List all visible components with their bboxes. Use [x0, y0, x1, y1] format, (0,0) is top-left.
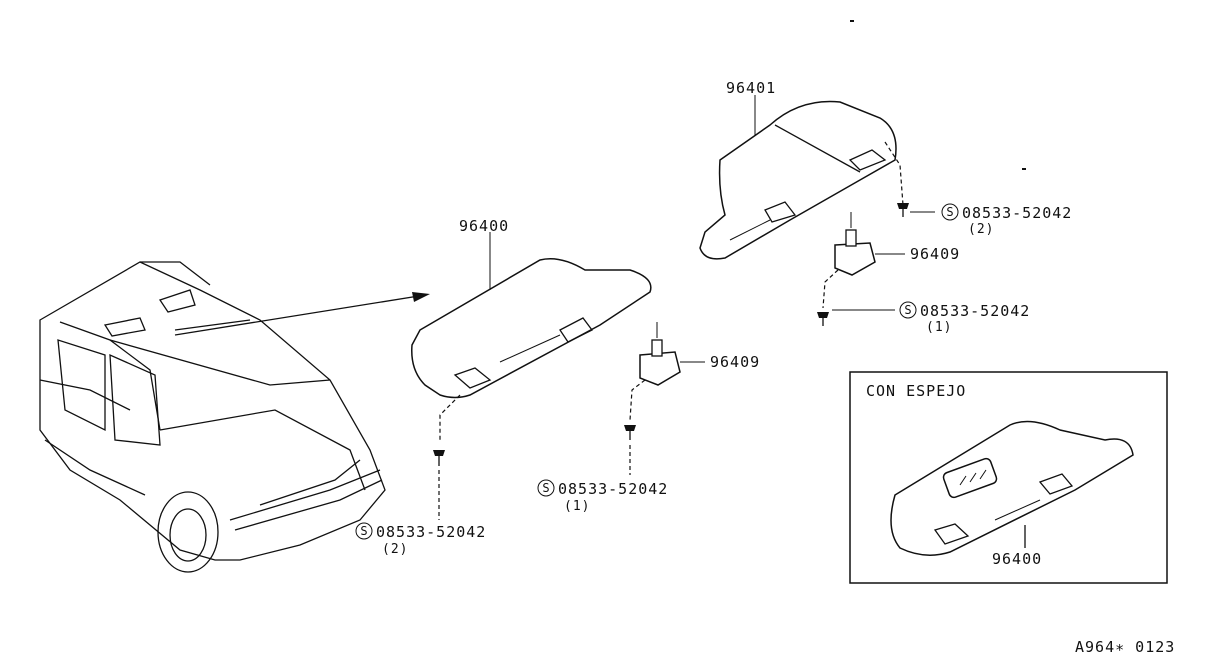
screw-part-number: 08533-52042: [920, 302, 1030, 320]
screw-part-number: 08533-52042: [962, 204, 1072, 222]
part-label-visor-left: 96400: [459, 217, 509, 235]
part-label-visor-right: 96401: [726, 79, 776, 97]
sun-visor-left: [411, 258, 652, 440]
screw-part-number: 08533-52042: [558, 480, 668, 498]
screw-quantity: (1): [564, 499, 590, 514]
visor-holder-right: [822, 212, 905, 309]
diagram-footer-code: A964∗ 0123: [1075, 638, 1175, 656]
scan-mark: [850, 20, 854, 22]
standard-part-symbol: [941, 203, 959, 221]
screw-quantity: (1): [926, 320, 952, 335]
inset-mirror-variant: [849, 371, 1168, 584]
screw-quantity: (2): [382, 542, 408, 557]
part-label-visor-mirror: 96400: [992, 550, 1042, 568]
standard-part-symbol-letter: S: [360, 524, 367, 538]
standard-part-symbol-letter: S: [904, 303, 911, 317]
scan-mark: [1022, 168, 1026, 170]
car-illustration: [39, 261, 386, 573]
part-label-holder-b: 96409: [910, 245, 960, 263]
part-label-holder-a: 96409: [710, 353, 760, 371]
screw-quantity: (2): [968, 222, 994, 237]
screw-icon: [817, 309, 895, 326]
screw-icon: [624, 425, 636, 475]
visor-holder-left: [629, 322, 705, 421]
standard-part-symbol-letter: S: [542, 481, 549, 495]
sun-visor-right: [699, 100, 904, 260]
pointer-arrow: [174, 292, 430, 336]
standard-part-symbol: [355, 522, 373, 540]
screw-part-number: 08533-52042: [376, 523, 486, 541]
standard-part-symbol: [537, 479, 555, 497]
screw-icon: [897, 203, 935, 217]
standard-part-symbol-letter: S: [946, 205, 953, 219]
screw-icon: [433, 450, 445, 520]
standard-part-symbol: [899, 301, 917, 319]
inset-title: CON ESPEJO: [866, 382, 966, 400]
